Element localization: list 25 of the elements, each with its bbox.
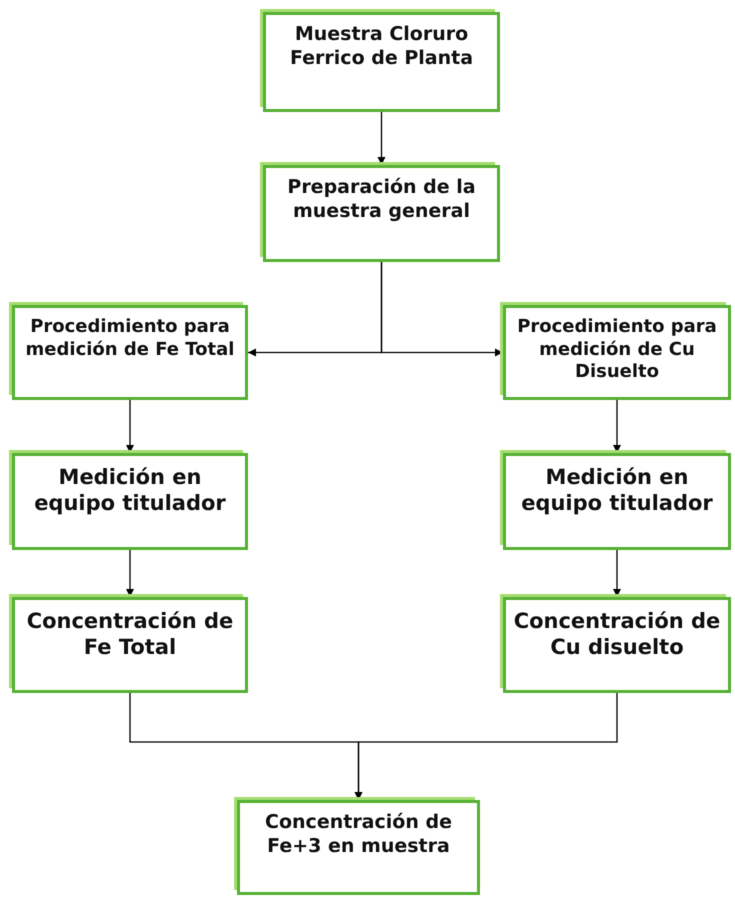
box-text: Medición en equipo titulador: [33, 464, 227, 516]
box-text: Concentración de Cu disuelto: [512, 608, 722, 660]
box-text: Concentración de Fe Total: [26, 608, 234, 660]
box-text: Muestra Cloruro Ferrico de Planta: [288, 23, 474, 70]
process-box: [263, 165, 500, 262]
box-text: Concentración de Fe+3 en muestra: [264, 811, 453, 858]
process-box: [12, 597, 248, 693]
process-box: [12, 305, 248, 400]
box-text: Procedimiento para medición de Fe Total: [24, 316, 236, 361]
process-box: [503, 597, 731, 693]
arrow: [613, 400, 621, 453]
arrow: [354, 693, 618, 800]
process-box: [503, 453, 731, 550]
process-box: [237, 800, 480, 895]
arrow: [613, 550, 621, 597]
arrow: [126, 400, 134, 453]
box-text: Procedimiento para medición de Cu Disuelto: [516, 316, 718, 384]
process-box: [263, 12, 500, 112]
process-box: [12, 453, 248, 550]
arrow: [126, 550, 134, 597]
process-box: [503, 305, 731, 400]
arrow: [378, 112, 386, 165]
arrow: [380, 262, 503, 356]
box-text: Preparación de la muestra general: [286, 176, 477, 224]
box-text: Medición en equipo titulador: [520, 464, 714, 516]
